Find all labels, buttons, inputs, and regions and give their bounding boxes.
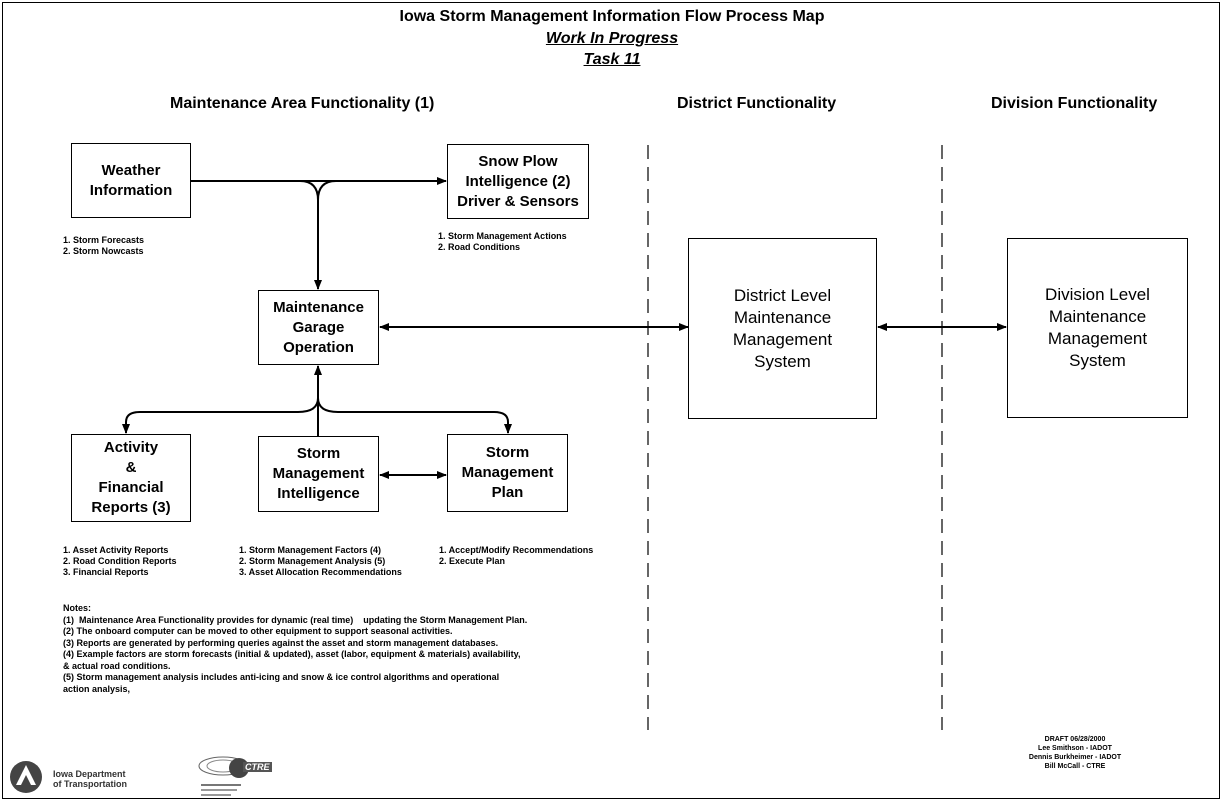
list-item: 2. Road Conditions: [438, 242, 520, 252]
ctre-logo: CTRE: [193, 752, 273, 800]
snowplow-list: 1. Storm Management Actions 2. Road Cond…: [438, 231, 567, 253]
arrow-to-activity: [122, 397, 319, 434]
credit-line: Dennis Burkheimer - IADOT: [1028, 754, 1122, 761]
logo-text-line: Iowa Department: [53, 769, 126, 779]
arrow-to-garage: [299, 180, 322, 290]
note-line: (1) Maintenance Area Functionality provi…: [63, 614, 528, 625]
list-item: 3. Financial Reports: [63, 567, 149, 577]
list-item: 2. Execute Plan: [439, 556, 506, 566]
ctre-emblem-icon: [198, 756, 249, 796]
page-title: Iowa Storm Management Information Flow P…: [399, 8, 825, 25]
notes-block: Notes: (1) Maintenance Area Functionalit…: [63, 603, 527, 695]
column-header-division: Division Functionality: [991, 95, 1158, 112]
curve-right: [317, 180, 337, 201]
notes-heading: Notes:: [63, 603, 92, 613]
page-subtitle: Work In Progress: [545, 30, 679, 47]
activity-list: 1. Asset Activity Reports 2. Road Condit…: [63, 545, 177, 578]
logo-text-line: of Transportation: [53, 779, 127, 789]
draft-date: DRAFT 06/28/2000: [1044, 736, 1106, 743]
column-header-maintenance: Maintenance Area Functionality (1): [170, 95, 435, 112]
note-line: (4) Example factors are storm forecasts …: [63, 649, 521, 659]
list-item: 2. Storm Nowcasts: [63, 246, 144, 256]
list-item: 1. Accept/Modify Recommendations: [439, 545, 594, 555]
column-header-district: District Functionality: [677, 95, 837, 112]
note-line: (5) Storm management analysis includes a…: [63, 672, 500, 682]
list-item: 1. Storm Forecasts: [63, 235, 145, 245]
credit-line: Bill McCall - CTRE: [1044, 763, 1106, 770]
iowa-dot-emblem-icon: [10, 761, 42, 793]
task-label: Task 11: [583, 51, 641, 68]
note-line: (2) The onboard computer can be moved to…: [63, 626, 453, 636]
credit-line: Lee Smithson - IADOT: [1038, 745, 1112, 752]
list-item: 2. Storm Management Analysis (5): [239, 556, 386, 566]
arrow-to-plan: [317, 397, 512, 434]
weather-list: 1. Storm Forecasts 2. Storm Nowcasts: [63, 235, 144, 257]
note-line: action analysis,: [63, 683, 131, 694]
note-line: (3) Reports are generated by performing …: [63, 637, 499, 648]
list-item: 1. Asset Activity Reports: [63, 545, 169, 555]
note-line: & actual road conditions.: [63, 660, 171, 671]
list-item: 3. Asset Allocation Recommendations: [239, 567, 402, 577]
draft-credits: DRAFT 06/28/2000 Lee Smithson - IADOT De…: [1005, 735, 1145, 771]
ctre-label: CTRE: [243, 762, 272, 772]
iowa-dot-logo: Iowa Department of Transportation: [8, 757, 168, 795]
list-item: 1. Storm Management Actions: [438, 231, 567, 241]
intelligence-list: 1. Storm Management Factors (4) 2. Storm…: [239, 545, 402, 578]
list-item: 1. Storm Management Factors (4): [239, 545, 382, 555]
plan-list: 1. Accept/Modify Recommendations 2. Exec…: [439, 545, 593, 567]
list-item: 2. Road Condition Reports: [63, 556, 177, 566]
